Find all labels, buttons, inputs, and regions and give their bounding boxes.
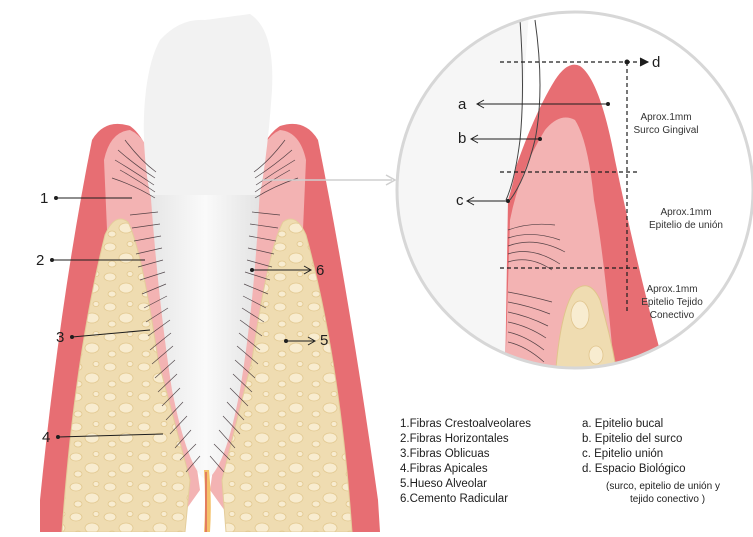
label-1: 1 xyxy=(40,190,48,207)
legend-item: 2.Fibras Horizontales xyxy=(400,433,509,445)
svg-text:Aprox.1mm: Aprox.1mm xyxy=(660,207,711,218)
svg-text:Aprox.1mm: Aprox.1mm xyxy=(646,284,697,295)
pulp-canal xyxy=(204,470,211,532)
label-a: a xyxy=(458,96,467,113)
legend-note: (surco, epitelio de unión y xyxy=(606,481,720,492)
legend-numbers: 1.Fibras Crestoalveolares 2.Fibras Horiz… xyxy=(400,418,531,505)
svg-text:Epitelio de unión: Epitelio de unión xyxy=(649,220,723,231)
legend-item: 3.Fibras Oblicuas xyxy=(400,448,490,460)
label-2: 2 xyxy=(36,252,44,269)
label-5: 5 xyxy=(320,332,328,349)
zoom-detail: d a b c Aprox.1mm Surco Gingival Aprox.1… xyxy=(350,0,753,380)
legend-item: 6.Cemento Radicular xyxy=(400,493,508,505)
label-4: 4 xyxy=(42,429,50,446)
legend-item: b. Epitelio del surco xyxy=(582,433,682,445)
tooth-crown xyxy=(144,14,273,195)
label-3: 3 xyxy=(56,329,64,346)
zoom-tooth xyxy=(350,0,530,380)
legend-item: a. Epitelio bucal xyxy=(582,418,663,430)
label-c: c xyxy=(456,192,464,209)
label-d: d xyxy=(652,54,660,71)
legend-item: d. Espacio Biológico xyxy=(582,463,686,475)
label-b: b xyxy=(458,130,466,147)
legend-item: 4.Fibras Apicales xyxy=(400,463,488,475)
svg-text:Surco Gingival: Surco Gingival xyxy=(633,125,698,136)
main-section xyxy=(40,14,380,532)
legend-item: c. Epitelio unión xyxy=(582,448,663,460)
legend-item: 1.Fibras Crestoalveolares xyxy=(400,418,531,430)
legend-letters: a. Epitelio bucal b. Epitelio del surco … xyxy=(582,418,720,505)
legend-item: 5.Hueso Alveolar xyxy=(400,478,487,490)
label-6: 6 xyxy=(316,262,324,279)
svg-text:Conectivo: Conectivo xyxy=(650,310,695,321)
svg-text:Epitelio Tejido: Epitelio Tejido xyxy=(641,297,703,308)
zone-tejido-conectivo: Aprox.1mm Epitelio Tejido Conectivo xyxy=(641,284,703,321)
legend-note: tejido conectivo ) xyxy=(630,494,705,505)
svg-text:Aprox.1mm: Aprox.1mm xyxy=(640,112,691,123)
